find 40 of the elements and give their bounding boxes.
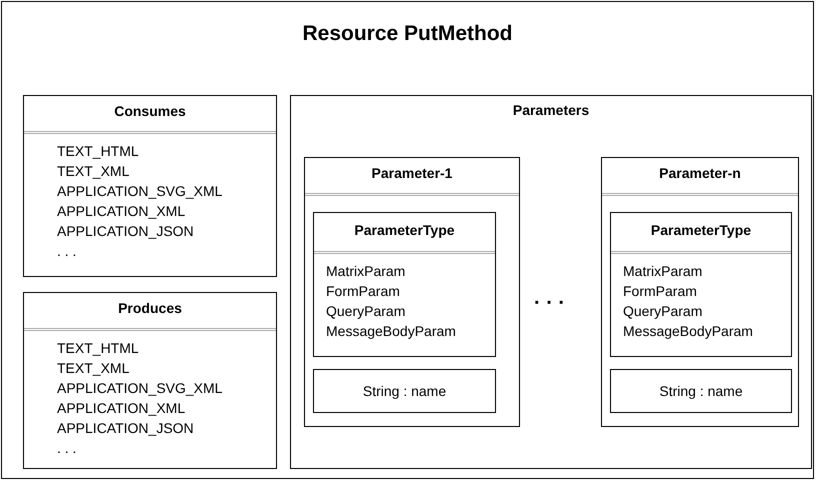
list-item: . . . bbox=[57, 439, 76, 458]
box-heading: Consumes bbox=[113, 103, 187, 119]
list-item: APPLICATION_XML bbox=[57, 399, 186, 418]
list-item: TEXT_XML bbox=[57, 162, 130, 181]
list-item: MatrixParam bbox=[326, 262, 406, 281]
box-heading: Parameters bbox=[512, 102, 590, 118]
list-item: TEXT_HTML bbox=[57, 339, 139, 358]
box-heading: Parameter-1 bbox=[370, 165, 454, 181]
list-item: APPLICATION_JSON bbox=[57, 222, 194, 241]
attribute-box bbox=[610, 369, 792, 413]
attribute-box bbox=[313, 369, 496, 413]
list-item: MatrixParam bbox=[623, 262, 702, 281]
ellipsis-text: · · · bbox=[534, 292, 566, 315]
list-item: FormParam bbox=[623, 282, 697, 301]
list-item: APPLICATION_XML bbox=[57, 202, 186, 221]
list-item: . . . bbox=[57, 242, 76, 261]
list-item: MessageBodyParam bbox=[326, 322, 456, 341]
box-heading: Produces bbox=[117, 300, 183, 316]
list-item: QueryParam bbox=[623, 302, 702, 321]
class-box bbox=[23, 95, 277, 277]
class-box bbox=[304, 157, 520, 427]
container-box bbox=[290, 95, 812, 469]
list-item: APPLICATION_SVG_XML bbox=[57, 379, 222, 398]
attribute-text: String : name bbox=[362, 383, 446, 399]
list-item: QueryParam bbox=[326, 302, 406, 321]
class-box bbox=[23, 292, 277, 469]
box-heading: ParameterType bbox=[650, 222, 752, 238]
box-heading: Resource PutMethod bbox=[301, 22, 514, 46]
attribute-text: String : name bbox=[659, 383, 743, 399]
box-heading: Parameter-n bbox=[658, 165, 742, 181]
list-item: MessageBodyParam bbox=[623, 322, 753, 341]
list-item: FormParam bbox=[326, 282, 400, 301]
box-heading: ParameterType bbox=[353, 222, 456, 238]
list-item: APPLICATION_JSON bbox=[57, 419, 194, 438]
list-item: TEXT_HTML bbox=[57, 142, 139, 161]
list-item: APPLICATION_SVG_XML bbox=[57, 182, 222, 201]
class-box bbox=[601, 157, 799, 427]
list-item: TEXT_XML bbox=[57, 359, 130, 378]
class-box bbox=[313, 212, 496, 357]
class-box bbox=[610, 212, 792, 357]
